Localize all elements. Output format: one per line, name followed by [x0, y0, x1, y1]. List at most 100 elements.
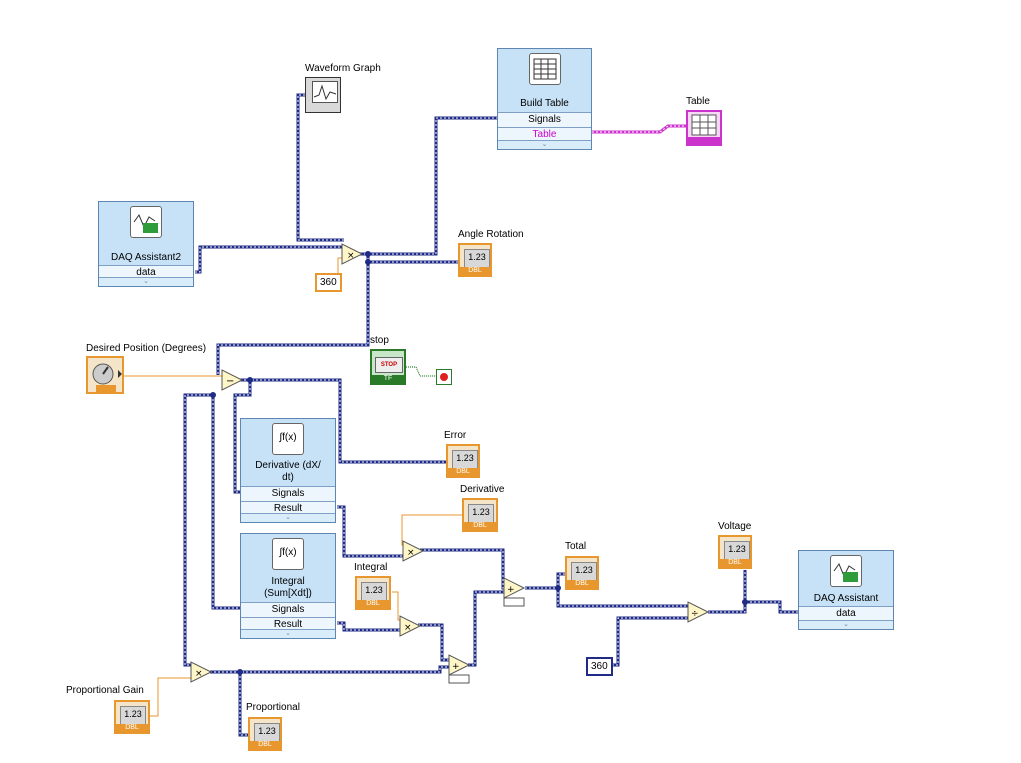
angle-rotation-indicator[interactable]: 1.23 DBL: [458, 243, 492, 277]
integral-expand-icon[interactable]: ⌄: [241, 629, 335, 638]
wire-derivative-result: [337, 505, 405, 558]
stop-text: STOP: [375, 357, 403, 373]
derivative-gain-type: DBL: [464, 522, 496, 530]
derivative-gain-control[interactable]: 1.23 DBL: [462, 498, 498, 532]
wire-table-string: [592, 124, 688, 134]
waveform-graph-label: Waveform Graph: [305, 63, 381, 74]
wire-error-integral: [211, 395, 243, 610]
svg-text:×: ×: [347, 251, 355, 261]
multiply-node-top[interactable]: ×: [341, 243, 364, 265]
integral-gain-value: 1.23: [361, 582, 387, 601]
integral-label: Integral: [354, 562, 388, 573]
loop-condition-terminal[interactable]: [436, 369, 452, 385]
integral-result-row[interactable]: Result: [241, 617, 335, 632]
svg-text:+: +: [452, 662, 460, 672]
angle-rotation-value: 1.23: [464, 249, 490, 268]
total-type: DBL: [567, 580, 597, 588]
wire-stop-bool: [406, 366, 436, 377]
proportional-value: 1.23: [254, 723, 280, 742]
total-value: 1.23: [571, 562, 597, 581]
multiply-node-derivative[interactable]: ×: [402, 540, 425, 562]
derivative-label: Derivative: [460, 484, 505, 495]
daq-assistant-vi[interactable]: DAQ Assistant data ⌄: [798, 550, 894, 630]
desired-position-control[interactable]: [86, 356, 124, 394]
daq-assistant-data-row[interactable]: data: [799, 606, 893, 621]
integral-vi-title-2: (Sum[Xdt]): [264, 588, 312, 599]
stop-type: TF: [372, 375, 404, 383]
svg-text:+: +: [507, 585, 515, 595]
derivative-vi[interactable]: ∫f(x) Derivative (dX/ dt) Signals Result…: [240, 418, 336, 523]
daq-card-icon: [130, 206, 162, 238]
wire-360-divide: [612, 616, 690, 667]
daq-assistant-title: DAQ Assistant: [813, 593, 879, 604]
table-terminal[interactable]: [686, 110, 722, 146]
daq-card-output-icon: [830, 555, 862, 587]
proportional-gain-value: 1.23: [120, 706, 146, 725]
stop-button-terminal[interactable]: STOP TF: [370, 349, 406, 385]
knob-icon: [92, 363, 122, 392]
total-indicator[interactable]: 1.23 DBL: [565, 556, 599, 590]
build-table-signals-row[interactable]: Signals: [498, 112, 591, 127]
derivative-gain-value: 1.23: [468, 504, 494, 523]
stop-label: stop: [370, 335, 389, 346]
daq-assistant2-data-row[interactable]: data: [99, 265, 193, 280]
derivative-result-row[interactable]: Result: [241, 501, 335, 516]
wire-integral-result: [337, 621, 402, 632]
multiply-node-proportional[interactable]: ×: [190, 661, 213, 683]
error-indicator[interactable]: 1.23 DBL: [446, 444, 480, 478]
daq-assistant2-expand-icon[interactable]: ⌄: [99, 277, 193, 286]
waveform-graph-terminal[interactable]: [305, 77, 341, 113]
daq-assistant2-vi[interactable]: DAQ Assistant2 data ⌄: [98, 201, 194, 287]
multiply-node-integral[interactable]: ×: [399, 615, 422, 637]
add-node-sum[interactable]: +: [448, 654, 471, 684]
stop-condition-icon: [440, 373, 448, 381]
constant-360-bottom[interactable]: 360: [586, 657, 613, 676]
subtract-node[interactable]: −: [221, 369, 244, 391]
svg-text:×: ×: [404, 623, 412, 633]
wire-multiply-out-stop-area: [216, 262, 370, 375]
integral-gain-control[interactable]: 1.23 DBL: [355, 576, 391, 610]
build-table-vi[interactable]: Build Table Signals Table ⌄: [497, 48, 592, 150]
wire-error-proportional: [183, 393, 213, 667]
proportional-label: Proportional: [246, 702, 300, 713]
wire-deriv-mult-out: [420, 548, 505, 590]
integral-signals-row[interactable]: Signals: [241, 602, 335, 617]
proportional-indicator[interactable]: 1.23 DBL: [248, 717, 282, 751]
constant-360-top[interactable]: 360: [315, 273, 342, 292]
derivative-function-icon: ∫f(x): [272, 423, 304, 455]
voltage-indicator[interactable]: 1.23 DBL: [718, 535, 752, 569]
integral-vi[interactable]: ∫f(x) Integral (Sum[Xdt]) Signals Result…: [240, 533, 336, 639]
derivative-expand-icon[interactable]: ⌄: [241, 513, 335, 522]
add-node-total[interactable]: +: [503, 577, 526, 607]
error-label: Error: [444, 430, 467, 441]
wire-prop-mult-out: [210, 665, 450, 674]
desired-position-label: Desired Position (Degrees): [86, 343, 207, 354]
wire-total-to-divide: [556, 588, 688, 608]
wire-divide-out: [708, 600, 800, 614]
angle-rotation-type: DBL: [460, 267, 490, 275]
svg-text:÷: ÷: [691, 609, 699, 619]
derivative-vi-title-2: dt): [282, 472, 294, 483]
derivative-signals-row[interactable]: Signals: [241, 486, 335, 501]
integral-vi-title-1: Integral: [271, 576, 305, 587]
wire-prop-gain: [150, 677, 193, 717]
wire-sum1-out: [468, 590, 505, 667]
angle-rotation-label: Angle Rotation: [458, 229, 524, 240]
integral-gain-type: DBL: [357, 600, 389, 608]
error-type: DBL: [448, 468, 478, 476]
build-table-expand-icon[interactable]: ⌄: [498, 140, 591, 149]
svg-text:×: ×: [195, 669, 203, 679]
build-table-table-row[interactable]: Table: [498, 127, 591, 142]
proportional-gain-label: Proportional Gain: [66, 685, 144, 696]
proportional-gain-control[interactable]: 1.23 DBL: [114, 700, 150, 734]
voltage-type: DBL: [720, 559, 750, 567]
table-abc-icon: [688, 114, 720, 144]
integral-function-icon: ∫f(x): [272, 538, 304, 570]
daq-assistant2-title: DAQ Assistant2: [110, 252, 182, 263]
daq-assistant-expand-icon[interactable]: ⌄: [799, 620, 893, 629]
wire-multiply-to-waveform: [296, 93, 344, 242]
proportional-type: DBL: [250, 741, 280, 749]
svg-text:×: ×: [407, 548, 415, 558]
divide-node[interactable]: ÷: [687, 601, 710, 623]
